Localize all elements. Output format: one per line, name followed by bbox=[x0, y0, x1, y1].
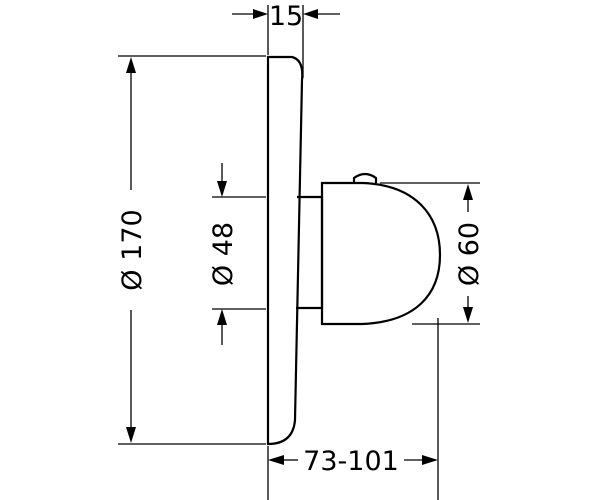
arrowhead bbox=[268, 455, 284, 465]
cover-plate bbox=[266, 55, 304, 446]
stop-button bbox=[352, 172, 378, 183]
dim-plate-thickness: 15 bbox=[232, 1, 340, 78]
dim-sleeve-diameter: Ø 48 bbox=[208, 163, 266, 345]
dim-label-48: Ø 48 bbox=[208, 222, 239, 286]
arrowhead bbox=[422, 455, 438, 465]
arrowhead bbox=[463, 184, 473, 200]
dim-label-170: Ø 170 bbox=[117, 209, 148, 290]
arrowhead bbox=[217, 181, 227, 197]
dim-label-15: 15 bbox=[269, 1, 303, 32]
arrowhead bbox=[253, 9, 268, 19]
dim-label-60: Ø 60 bbox=[454, 222, 485, 286]
arrowhead bbox=[217, 309, 227, 325]
arrowhead bbox=[126, 57, 136, 73]
thermostat-handle bbox=[320, 181, 442, 326]
arrowhead bbox=[303, 9, 318, 19]
dim-installation-depth: 73-101 bbox=[267, 318, 439, 500]
product-outline bbox=[266, 55, 442, 446]
dim-plate-diameter: Ø 170 bbox=[117, 55, 266, 445]
dim-label-73-101: 73-101 bbox=[303, 446, 399, 477]
dim-handle-diameter: Ø 60 bbox=[380, 182, 485, 325]
arrowhead bbox=[463, 307, 473, 323]
arrowhead bbox=[126, 427, 136, 443]
